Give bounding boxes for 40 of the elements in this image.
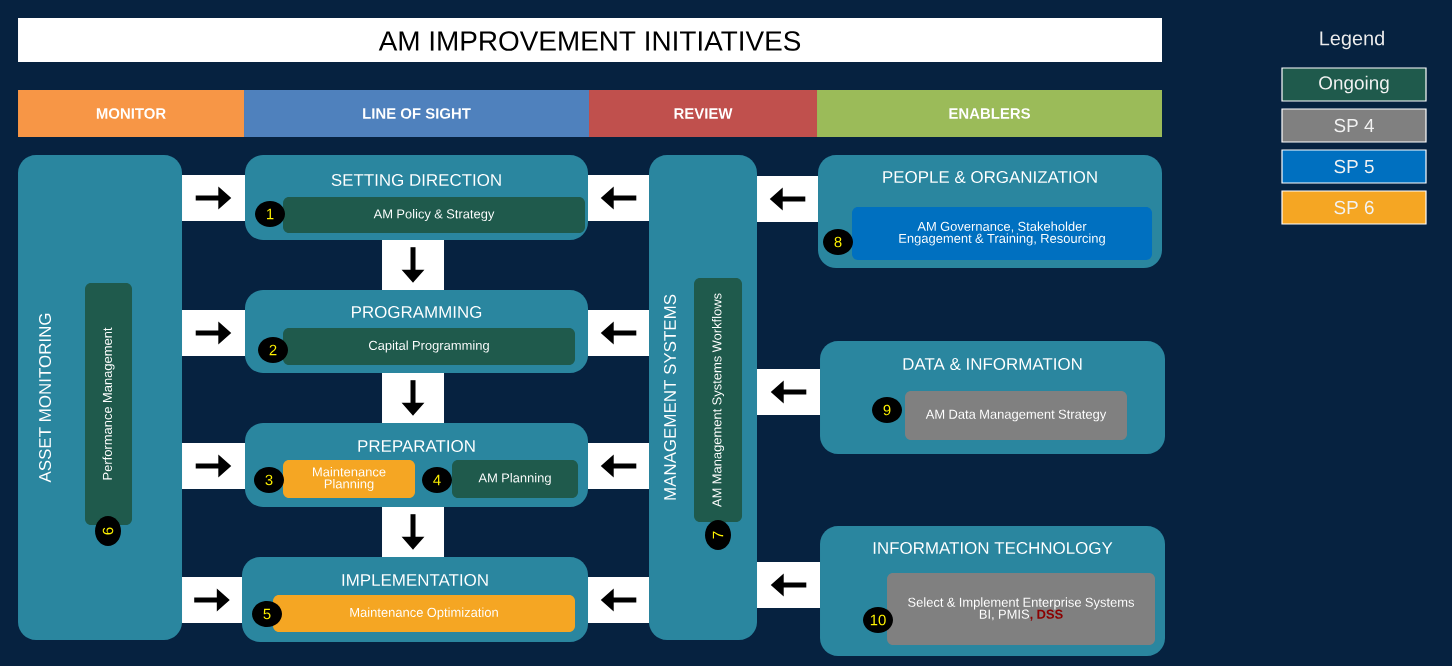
column-header: MONITOR	[18, 90, 244, 137]
number-badge: 3	[254, 467, 284, 493]
arrow	[588, 443, 649, 489]
arrow	[757, 562, 820, 608]
initiative-box: Maintenance Optimization	[273, 595, 575, 632]
number-badge: 6	[95, 516, 121, 546]
legend-title: Legend	[1320, 30, 1384, 50]
initiative-box: AM Policy & Strategy	[283, 197, 585, 233]
number-badge: 9	[872, 397, 902, 423]
arrow	[588, 175, 649, 221]
title-banner: AM IMPROVEMENT INITIATIVES	[18, 18, 1162, 62]
arrow	[588, 310, 649, 356]
arrow	[757, 369, 820, 415]
column-header: ENABLERS	[817, 90, 1162, 137]
arrow	[182, 175, 245, 221]
initiative-box: AM Management Systems Workflows	[694, 278, 742, 522]
arrow	[588, 577, 649, 623]
arrow	[182, 310, 245, 356]
arrow	[182, 577, 242, 623]
column-header: REVIEW	[589, 90, 817, 137]
number-badge: 8	[823, 229, 853, 255]
number-badge: 1	[255, 201, 285, 227]
arrow	[757, 176, 818, 222]
number-badge: 10	[863, 607, 893, 633]
initiative-box: Maintenance Planning	[283, 460, 415, 498]
arrow	[382, 240, 444, 290]
column-header: LINE OF SIGHT	[244, 90, 589, 137]
initiative-box: Select & Implement Enterprise Systems BI, PMIS, DSS	[887, 573, 1155, 645]
arrow	[382, 507, 444, 557]
number-badge: 4	[422, 467, 452, 493]
initiative-box: AM Planning	[452, 460, 578, 498]
initiative-box: Performance Management	[85, 283, 132, 525]
number-badge: 5	[252, 601, 282, 627]
arrow	[382, 373, 444, 423]
number-badge: 7	[705, 520, 731, 550]
number-badge: 2	[258, 337, 288, 363]
initiative-box: Capital Programming	[283, 328, 575, 365]
arrow	[182, 443, 245, 489]
initiative-box: AM Governance, Stakeholder Engagement & Training, Resourcing	[852, 207, 1152, 260]
initiative-box: AM Data Management Strategy	[905, 391, 1127, 440]
